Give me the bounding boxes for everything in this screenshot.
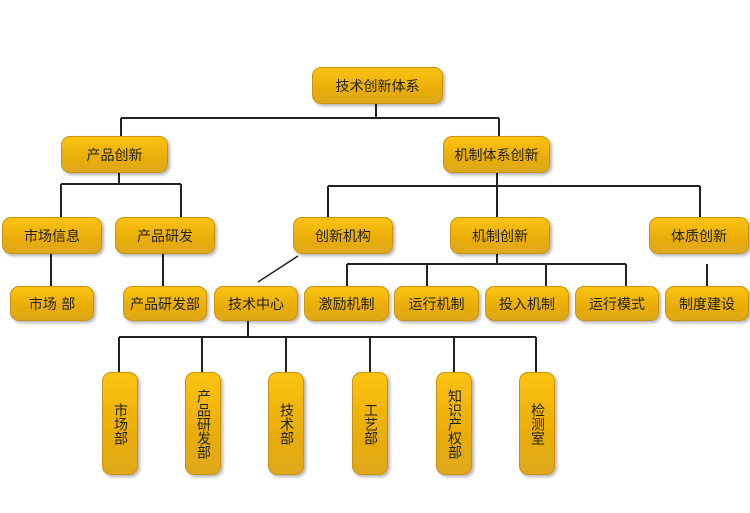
node-market-dept: 市场 部: [10, 286, 94, 321]
node-testing-room: 检测室: [519, 372, 555, 475]
node-investment: 投入机制: [485, 286, 569, 321]
node-tech-dept: 技术部: [268, 372, 304, 475]
node-ip-dept: 知识产权部: [436, 372, 472, 475]
node-innovation-org: 创新机构: [293, 217, 393, 254]
node-market-info: 市场信息: [2, 217, 102, 254]
node-system-building: 制度建设: [665, 286, 749, 321]
node-process-dept: 工艺部: [352, 372, 388, 475]
node-tech-center: 技术中心: [214, 286, 298, 321]
node-root: 技术创新体系: [312, 67, 443, 104]
node-system-innovation: 体质创新: [649, 217, 749, 254]
node-product-innovation: 产品创新: [61, 136, 168, 173]
node-product-rd: 产品研发: [115, 217, 215, 254]
node-market-dept-2: 市场部: [102, 372, 138, 475]
node-product-rd-dept: 产品研发部: [123, 286, 207, 321]
node-incentive: 激励机制: [304, 286, 389, 321]
node-mechanism-system-innovation: 机制体系创新: [443, 136, 550, 173]
node-mechanism-innovation: 机制创新: [450, 217, 550, 254]
node-operation-mode: 运行模式: [575, 286, 659, 321]
node-product-rd-dept-2: 产品研发部: [185, 372, 221, 475]
node-operation-mechanism: 运行机制: [394, 286, 479, 321]
